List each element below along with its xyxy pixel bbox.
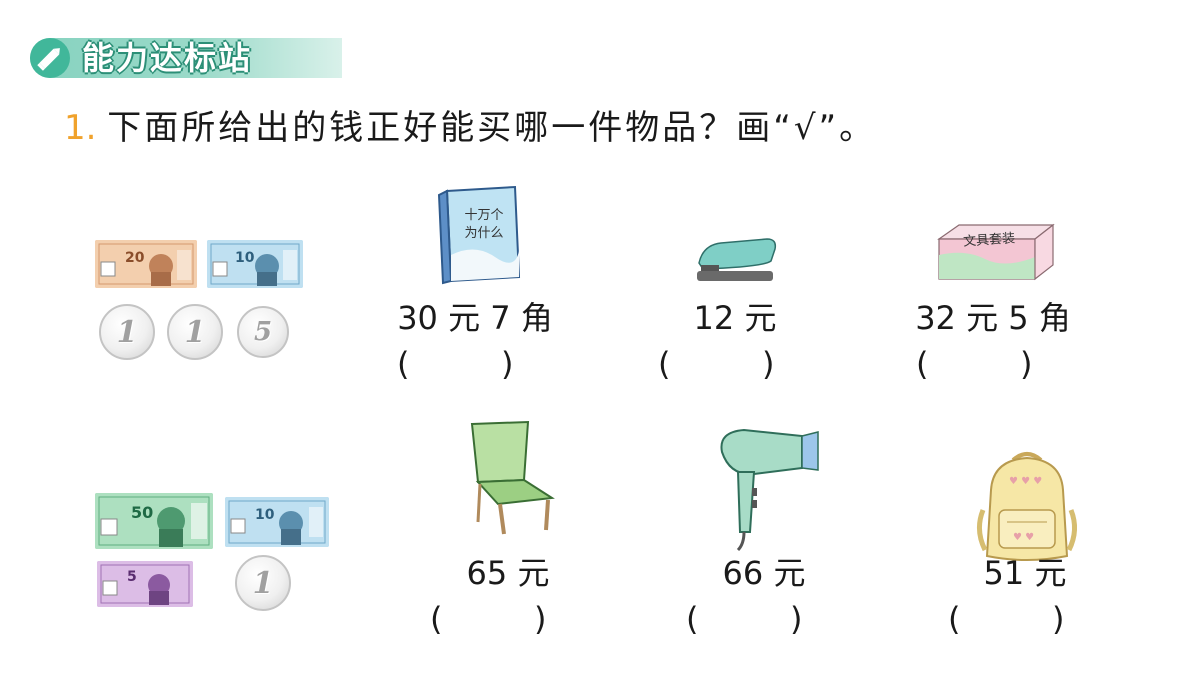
banknote-5: 5 xyxy=(97,561,193,607)
answer-blank[interactable]: ( ) xyxy=(948,600,1065,638)
banknote-50: 50 xyxy=(95,493,213,549)
pencil-badge xyxy=(30,38,70,78)
item-price: 12 元 xyxy=(693,299,777,337)
coin-1-yuan: 1 xyxy=(167,304,223,360)
answer-blank[interactable]: ( ) xyxy=(686,600,803,638)
pencil-icon xyxy=(37,48,60,71)
banknote-value: 20 xyxy=(125,250,145,266)
svg-text:♥ ♥: ♥ ♥ xyxy=(1013,532,1034,543)
banknote-value: 10 xyxy=(255,507,275,523)
section-header: 能力达标站 xyxy=(30,38,342,78)
item-price: 51 元 xyxy=(983,554,1067,592)
money-group-2: 50 10 5 1 xyxy=(95,493,335,613)
item-price: 32 元 5 角 xyxy=(915,299,1071,337)
answer-blank[interactable]: ( ) xyxy=(430,600,547,638)
answer-blank[interactable]: ( ) xyxy=(658,345,775,383)
banknote-20: 20 xyxy=(95,240,197,288)
stapler-picture xyxy=(697,238,777,281)
stationery-label: 文具套装 xyxy=(962,231,1016,250)
item-price: 65 元 xyxy=(466,554,550,592)
coin-1-yuan: 1 xyxy=(99,304,155,360)
section-title: 能力达标站 xyxy=(82,39,253,77)
svg-text:♥ ♥ ♥: ♥ ♥ ♥ xyxy=(1009,476,1042,487)
item-stapler: 12 元 ( ) xyxy=(635,185,835,385)
item-price: 30 元 7 角 xyxy=(397,299,553,337)
book-picture xyxy=(437,185,521,285)
banknote-10: 10 xyxy=(225,497,329,547)
item-chair: 65 元 ( ) xyxy=(408,418,608,648)
item-hair-dryer: 66 元 ( ) xyxy=(664,418,864,648)
item-stationery-set: 文具套装 32 元 5 角 ( ) xyxy=(893,185,1093,385)
book-title: 十万个 为什么 xyxy=(464,208,504,241)
coin-1-yuan: 1 xyxy=(235,555,291,611)
banknote-value: 10 xyxy=(235,250,255,266)
question-text: 下面所给出的钱正好能买哪一件物品？画“√”。 xyxy=(107,108,877,148)
banknote-10: 10 xyxy=(207,240,303,288)
chair-picture xyxy=(470,420,555,535)
money-group-1: 20 10 1 1 5 xyxy=(95,240,315,360)
stationery-box-picture xyxy=(937,223,1055,281)
item-backpack: ♥ ♥ ♥ ♥ ♥ 51 元 ( ) xyxy=(925,418,1125,648)
coin-5-jiao: 5 xyxy=(237,306,289,358)
hair-dryer-picture xyxy=(720,428,819,552)
backpack-picture: ♥ ♥ ♥ ♥ ♥ xyxy=(977,452,1077,561)
item-book: 十万个 为什么 30 元 7 角 ( ) xyxy=(375,185,575,385)
answer-blank[interactable]: ( ) xyxy=(397,345,514,383)
item-price: 66 元 xyxy=(722,554,806,592)
question-number: 1. xyxy=(64,108,97,148)
banknote-value: 50 xyxy=(131,503,154,522)
question-line: 1. 下面所给出的钱正好能买哪一件物品？画“√”。 xyxy=(64,106,876,150)
answer-blank[interactable]: ( ) xyxy=(916,345,1033,383)
banknote-value: 5 xyxy=(127,569,137,585)
